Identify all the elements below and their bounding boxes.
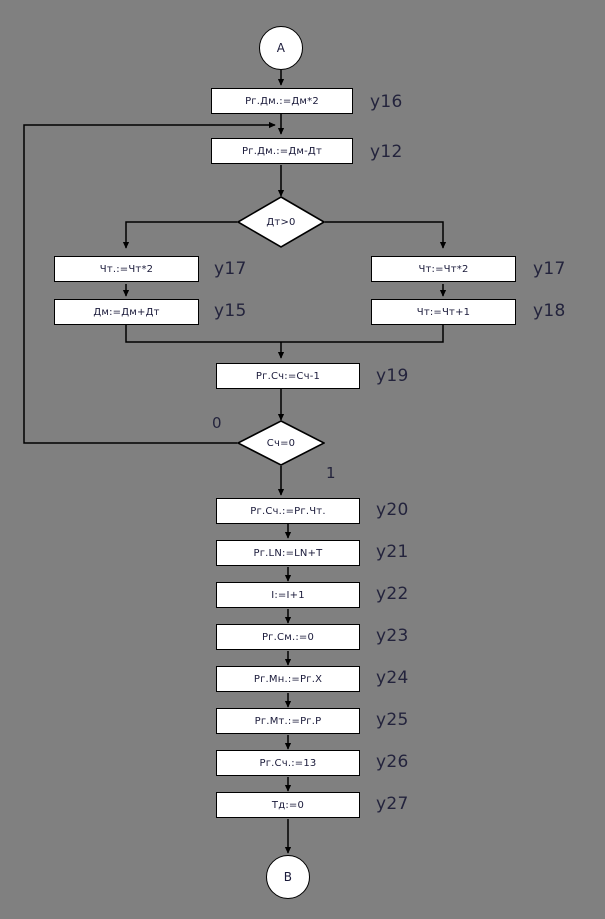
decision-dt-gt-0: Дт>0 — [237, 196, 325, 248]
terminator-end-b-label: В — [283, 870, 293, 884]
process-y18-label: Чт:=Чт+1 — [416, 306, 471, 318]
tag-y25: y25 — [376, 710, 409, 730]
process-y20: Рг.Сч.:=Рг.Чт. — [216, 498, 360, 524]
process-y17-left: Чт.:=Чт*2 — [54, 256, 199, 282]
tag-y26: y26 — [376, 752, 409, 772]
decision-dt-gt-0-label: Дт>0 — [266, 216, 296, 228]
edge-label-one: 1 — [326, 464, 336, 482]
process-y21: Рг.LN:=LN+T — [216, 540, 360, 566]
tag-y20: y20 — [376, 500, 409, 520]
edge-branch-merge — [125, 325, 444, 343]
tag-y23: y23 — [376, 626, 409, 646]
process-y19: Рг.Сч:=Сч-1 — [216, 363, 360, 389]
process-y17-right: Чт:=Чт*2 — [371, 256, 516, 282]
process-y12-label: Рг.Дм.:=Дм-Дт — [242, 145, 322, 157]
decision-sch-eq-0-shape — [237, 420, 325, 466]
tag-y16: y16 — [370, 92, 403, 112]
process-y17-right-label: Чт:=Чт*2 — [418, 263, 469, 275]
process-y15: Дм:=Дм+Дт — [54, 299, 199, 325]
terminator-end-b: В — [266, 855, 310, 899]
tag-y24: y24 — [376, 668, 409, 688]
edge-decision1-left — [122, 221, 237, 249]
process-y25: Рг.Мт.:=Рг.Р — [216, 708, 360, 734]
tag-y18: y18 — [533, 301, 566, 321]
decision-sch-eq-0: Сч=0 — [237, 420, 325, 466]
process-y19-label: Рг.Сч:=Сч-1 — [255, 370, 321, 382]
process-y17-left-label: Чт.:=Чт*2 — [99, 263, 154, 275]
process-y20-label: Рг.Сч.:=Рг.Чт. — [250, 505, 326, 517]
tag-y22: y22 — [376, 584, 409, 604]
process-y24: Рг.Мн.:=Рг.Х — [216, 666, 360, 692]
terminator-start-a: A — [259, 26, 303, 70]
process-y12: Рг.Дм.:=Дм-Дт — [211, 138, 353, 164]
edge-label-zero: 0 — [212, 414, 222, 432]
tag-y21: y21 — [376, 542, 409, 562]
process-y25-label: Рг.Мт.:=Рг.Р — [254, 715, 322, 727]
process-y27: Тд:=0 — [216, 792, 360, 818]
process-y15-label: Дм:=Дм+Дт — [93, 306, 160, 318]
tag-y17-left: y17 — [214, 259, 247, 279]
terminator-start-a-label: A — [276, 41, 286, 55]
process-y16-label: Рг.Дм.:=Дм*2 — [245, 95, 319, 107]
process-y22-label: I:=I+1 — [271, 589, 305, 601]
tag-y17-right: y17 — [533, 259, 566, 279]
process-y26: Рг.Сч.:=13 — [216, 750, 360, 776]
process-y22: I:=I+1 — [216, 582, 360, 608]
process-y23: Рг.См.:=0 — [216, 624, 360, 650]
process-y16: Рг.Дм.:=Дм*2 — [211, 88, 353, 114]
decision-dt-gt-0-shape — [237, 196, 325, 248]
edge-decision1-right — [325, 221, 447, 249]
tag-y27: y27 — [376, 794, 409, 814]
tag-y15: y15 — [214, 301, 247, 321]
process-y26-label: Рг.Сч.:=13 — [259, 757, 317, 769]
process-y27-label: Тд:=0 — [271, 799, 305, 811]
process-y18: Чт:=Чт+1 — [371, 299, 516, 325]
decision-sch-eq-0-label: Сч=0 — [266, 437, 296, 449]
process-y24-label: Рг.Мн.:=Рг.Х — [253, 673, 323, 685]
tag-y12: y12 — [370, 142, 403, 162]
process-y21-label: Рг.LN:=LN+T — [253, 547, 323, 559]
edge-loopback-to-y12 — [23, 121, 276, 444]
process-y23-label: Рг.См.:=0 — [261, 631, 315, 643]
tag-y19: y19 — [376, 366, 409, 386]
